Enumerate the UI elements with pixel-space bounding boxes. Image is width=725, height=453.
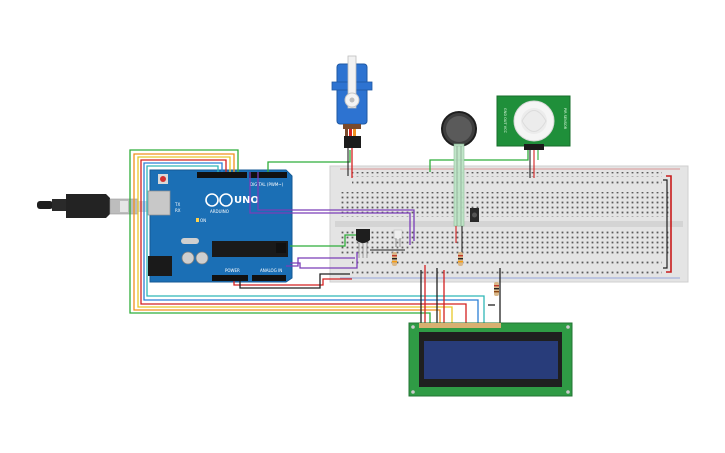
lcd-16x2 <box>408 322 573 397</box>
pir-sensor: GND OUT VCC PIR SENSOR <box>496 95 571 178</box>
arduino-uno-board: UNO ARDUINO DIGITAL (PWM~) POWER ANALOG … <box>147 169 293 283</box>
analog-header <box>252 275 286 281</box>
on-label: ON <box>200 218 206 223</box>
purple-wires <box>249 172 415 269</box>
rx-label: RX <box>175 208 181 213</box>
power-header <box>212 275 248 281</box>
led <box>393 229 403 247</box>
pir-label-right: PIR SENSOR <box>563 108 567 130</box>
arduino-logo <box>205 193 233 207</box>
pir-label-left: GND OUT VCC <box>503 108 507 134</box>
breadboard <box>329 165 689 283</box>
digital-label: DIGITAL (PWM~) <box>250 182 284 187</box>
rail-jumpers <box>663 175 672 273</box>
usb-jack <box>147 190 171 216</box>
temperature-sensor <box>356 229 405 258</box>
bottom-rail-2 <box>352 270 662 275</box>
resistor-2 <box>458 252 463 266</box>
on-led <box>196 218 199 222</box>
power-jack <box>148 256 172 276</box>
lcd-screen <box>424 341 558 379</box>
digital-header-2 <box>249 172 287 178</box>
arduino-left-wires <box>129 149 485 325</box>
tx-label: TX <box>174 202 180 207</box>
reset-button[interactable] <box>160 176 166 182</box>
terminal-strip-bottom <box>340 230 670 255</box>
analog-label: ANALOG IN <box>260 268 282 273</box>
top-rail-2 <box>352 181 662 186</box>
resistor-1 <box>392 252 397 266</box>
center-channel <box>335 221 683 227</box>
pushbutton <box>470 208 479 222</box>
green-wires <box>267 150 529 247</box>
digital-header-1 <box>197 172 247 178</box>
bottom-rail-1 <box>352 261 662 266</box>
power-label: POWER <box>225 268 240 273</box>
resistors <box>392 252 499 296</box>
resistor-3 <box>494 282 499 296</box>
atmega-chip <box>212 241 288 257</box>
force-sensor <box>441 111 477 262</box>
lcd-pin-header <box>419 323 501 328</box>
top-rail-1 <box>352 172 662 177</box>
usb-cable <box>37 194 150 218</box>
lcd-power-wires <box>233 265 501 325</box>
micro-servo <box>331 55 373 178</box>
board-name: UNO <box>234 195 259 206</box>
board-brand: ARDUINO <box>210 209 229 214</box>
